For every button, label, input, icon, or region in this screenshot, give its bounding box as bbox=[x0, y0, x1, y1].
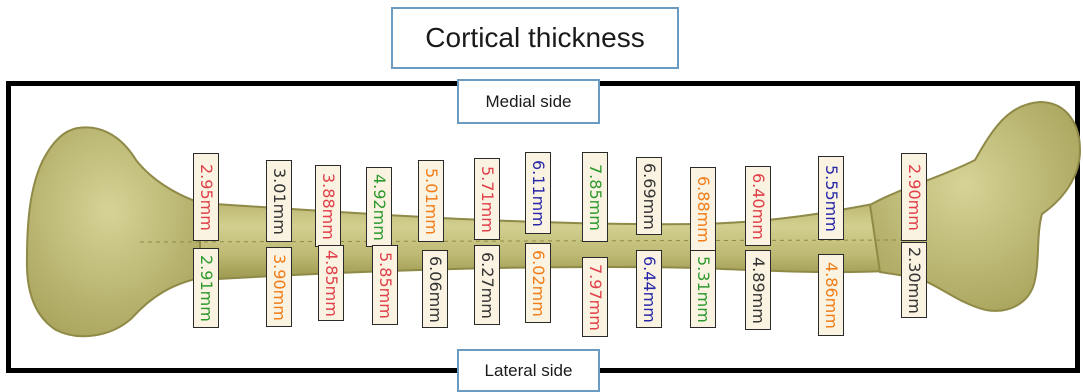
thickness-label-lower-5: 6.06mm bbox=[422, 250, 448, 328]
thickness-label-lower-10: 5.31mm bbox=[690, 250, 716, 328]
thickness-label-lower-2: 3.90mm bbox=[266, 247, 292, 327]
thickness-value: 3.90mm bbox=[270, 253, 289, 321]
thickness-value: 2.91mm bbox=[197, 254, 216, 322]
thickness-value: 4.89mm bbox=[749, 256, 768, 324]
thickness-label-upper-1: 2.95mm bbox=[193, 153, 219, 241]
thickness-label-upper-12: 5.55mm bbox=[818, 156, 844, 240]
thickness-value: 5.71mm bbox=[478, 165, 497, 233]
medial-side-label: Medial side bbox=[457, 79, 600, 124]
thickness-label-lower-13: 2.30mm bbox=[901, 242, 927, 318]
thickness-label-lower-6: 6.27mm bbox=[474, 245, 500, 325]
thickness-label-upper-10: 6.88mm bbox=[690, 167, 716, 251]
thickness-label-lower-11: 4.89mm bbox=[745, 250, 771, 330]
thickness-label-lower-4: 5.85mm bbox=[372, 245, 398, 325]
left-bone-end bbox=[25, 126, 211, 338]
medial-side-text: Medial side bbox=[485, 91, 572, 111]
thickness-value: 7.85mm bbox=[586, 163, 605, 231]
thickness-value: 3.88mm bbox=[319, 172, 338, 240]
lateral-side-label: Lateral side bbox=[457, 349, 600, 392]
thickness-value: 6.11mm bbox=[529, 159, 548, 227]
thickness-label-lower-1: 2.91mm bbox=[193, 248, 219, 328]
thickness-label-lower-8: 7.97mm bbox=[582, 257, 608, 337]
thickness-value: 2.30mm bbox=[905, 246, 924, 314]
thickness-label-upper-3: 3.88mm bbox=[315, 165, 341, 247]
thickness-value: 2.90mm bbox=[905, 163, 924, 231]
thickness-label-upper-4: 4.92mm bbox=[366, 167, 392, 247]
thickness-value: 2.95mm bbox=[197, 163, 216, 231]
thickness-label-upper-2: 3.01mm bbox=[266, 160, 292, 242]
thickness-label-lower-3: 4.85mm bbox=[318, 245, 344, 321]
thickness-label-upper-13: 2.90mm bbox=[901, 153, 927, 241]
thickness-value: 6.44mm bbox=[640, 255, 659, 323]
thickness-value: 6.69mm bbox=[640, 162, 659, 230]
title-box: Cortical thickness bbox=[391, 7, 679, 69]
bone-shaft bbox=[199, 196, 906, 282]
thickness-value: 5.55mm bbox=[822, 164, 841, 232]
thickness-label-upper-7: 6.11mm bbox=[525, 152, 551, 234]
thickness-value: 6.40mm bbox=[749, 172, 768, 240]
thickness-value: 6.88mm bbox=[694, 175, 713, 243]
thickness-value: 5.31mm bbox=[694, 255, 713, 323]
thickness-label-lower-7: 6.02mm bbox=[525, 243, 551, 323]
thickness-value: 6.02mm bbox=[529, 249, 548, 317]
thickness-value: 5.01mm bbox=[422, 167, 441, 235]
thickness-value: 6.06mm bbox=[426, 255, 445, 323]
thickness-value: 4.86mm bbox=[822, 261, 841, 329]
thickness-label-upper-9: 6.69mm bbox=[636, 157, 662, 235]
thickness-value: 5.85mm bbox=[376, 251, 395, 319]
thickness-value: 4.92mm bbox=[370, 173, 389, 241]
thickness-value: 7.97mm bbox=[586, 263, 605, 331]
thickness-label-lower-12: 4.86mm bbox=[818, 254, 844, 336]
thickness-label-upper-11: 6.40mm bbox=[745, 166, 771, 246]
thickness-label-lower-9: 6.44mm bbox=[636, 250, 662, 328]
thickness-label-upper-5: 5.01mm bbox=[418, 160, 444, 242]
thickness-value: 6.27mm bbox=[478, 251, 497, 319]
thickness-label-upper-6: 5.71mm bbox=[474, 158, 500, 240]
title-text: Cortical thickness bbox=[425, 22, 645, 53]
thickness-label-upper-8: 7.85mm bbox=[582, 152, 608, 242]
lateral-side-text: Lateral side bbox=[484, 360, 573, 380]
thickness-value: 4.85mm bbox=[322, 249, 341, 317]
thickness-value: 3.01mm bbox=[270, 167, 289, 235]
